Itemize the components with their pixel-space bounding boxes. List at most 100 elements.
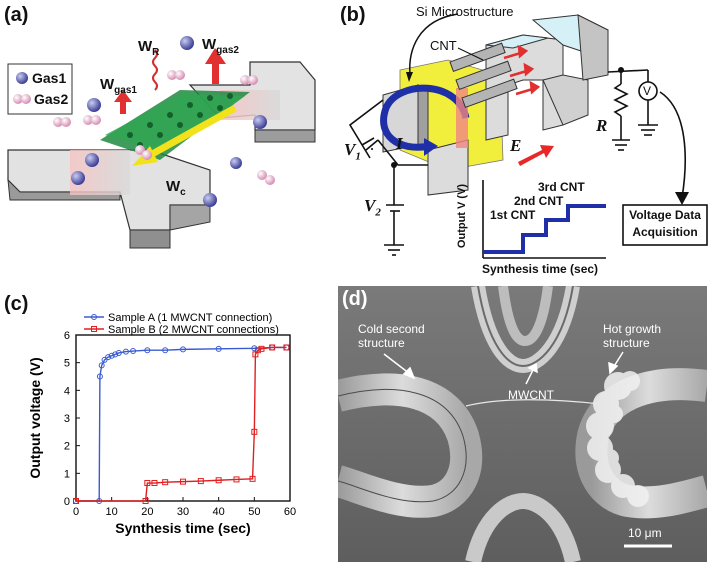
panel-a-illustration: [7, 36, 316, 249]
data-point-sample-a: [162, 347, 169, 354]
step-label-3rd: 3rd CNT: [538, 180, 585, 194]
step-label-1st: 1st CNT: [490, 208, 536, 222]
cnt-arrows: [503, 44, 541, 96]
si-microstructure-right: [485, 14, 609, 141]
v2-label: V2: [364, 196, 381, 218]
heat-arrows: [114, 48, 226, 114]
v2-subscript: 2: [375, 206, 381, 219]
efield-arrow: [518, 145, 554, 166]
panel-c-label: (c): [4, 293, 29, 315]
hot-structure-label-1: Hot growth: [603, 322, 662, 336]
x-tick-label: 60: [284, 506, 296, 518]
voltmeter-icon: [638, 81, 658, 101]
daq-label-line2: Acquisition: [632, 225, 698, 239]
data-point-sample-a: [122, 348, 129, 355]
data-point-sample-a: [105, 354, 112, 361]
daq-arrow: [675, 192, 689, 205]
data-point-sample-b: [254, 347, 261, 354]
step-plot-inset: [482, 180, 606, 259]
gas1-molecules: [71, 36, 267, 207]
v1-label: V1: [344, 140, 361, 162]
data-point-sample-a: [215, 345, 222, 352]
data-point-sample-b: [144, 480, 151, 487]
efield-label: E: [510, 136, 522, 155]
cold-structure-label-1: Cold second: [358, 322, 425, 336]
data-point-sample-b: [215, 477, 222, 484]
si-microstructure-label: Si Microstructure: [416, 4, 514, 19]
radiation-wave-icon: [152, 49, 158, 91]
y-tick-label: 6: [64, 330, 70, 342]
data-point-sample-b: [258, 345, 265, 352]
current-arc: [380, 84, 470, 151]
wgas1-symbol: W: [100, 76, 115, 93]
data-point-sample-a: [112, 351, 119, 358]
wr-symbol: W: [138, 38, 153, 55]
daq-box: [622, 204, 708, 246]
panel-b: (b): [338, 0, 709, 285]
wgas1-subscript: gas1: [114, 85, 137, 96]
microstructure-left: [7, 149, 211, 249]
current-label: I: [396, 134, 403, 153]
y-tick-label: 5: [64, 358, 70, 370]
x-tick-label: 40: [213, 506, 225, 518]
y-tick-label: 1: [64, 468, 70, 480]
y-axis-label: Output voltage (V): [27, 357, 43, 478]
panel-b-schematic: [348, 13, 708, 259]
sem-micrograph: [338, 286, 707, 562]
data-point-sample-a: [130, 348, 137, 355]
x-tick-label: 0: [73, 506, 79, 518]
v1-subscript: 1: [355, 150, 361, 163]
legend-marker: [91, 314, 97, 320]
x-axis-label: Synthesis time (sec): [115, 520, 250, 536]
resistor-label: R: [596, 116, 608, 135]
legend-label: Sample A (1 MWCNT connection): [108, 312, 272, 324]
data-point-sample-a: [98, 362, 105, 369]
step-label-2nd: 2nd CNT: [514, 194, 564, 208]
wc-subscript: c: [180, 187, 186, 198]
y-tick-label: 0: [64, 496, 70, 508]
mwcnt-label: MWCNT: [508, 388, 554, 402]
hot-structure-label-2: structure: [603, 336, 650, 350]
y-tick-label: 4: [64, 385, 70, 397]
panel-a: (a): [0, 0, 330, 280]
mwcnt-strand: [465, 399, 601, 407]
wgas2-subscript: gas2: [216, 45, 239, 56]
wc-label: Wc: [166, 178, 186, 198]
wgas2-symbol: W: [202, 36, 217, 53]
data-point-sample-b: [283, 344, 290, 351]
data-point-sample-a: [251, 345, 258, 352]
si-pointer-line: [409, 13, 459, 76]
data-point-sample-a: [115, 349, 122, 356]
cnt-label: CNT: [430, 38, 457, 53]
data-point-sample-b: [269, 344, 276, 351]
panel-d-sem-image: (d) Cold second structure Hot growth str…: [338, 286, 707, 562]
panel-b-label: (b): [340, 4, 366, 26]
panel-d-label: (d): [342, 288, 368, 310]
series-line-sample-b: [76, 346, 287, 502]
x-tick-label: 50: [248, 506, 260, 518]
x-tick-label: 10: [106, 506, 118, 518]
gas-legend-box: [7, 63, 73, 115]
data-point-sample-b: [180, 478, 186, 485]
series-line-sample-a: [76, 346, 287, 502]
legend-marker: [91, 326, 97, 332]
data-point-sample-b: [162, 479, 169, 486]
x-tick-label: 30: [177, 506, 189, 518]
wr-subscript: R: [152, 47, 160, 58]
data-point-sample-b: [151, 480, 158, 487]
data-point-sample-b: [249, 475, 256, 482]
inset-xlabel: Synthesis time (sec): [482, 262, 599, 276]
data-point-sample-a: [108, 352, 115, 359]
legend-label: Sample B (2 MWCNT connections): [108, 324, 279, 336]
wgas1-label: Wgas1: [100, 76, 137, 96]
scale-bar-label: 10 μm: [628, 526, 662, 540]
gas2-molecules: [53, 70, 275, 185]
y-tick-label: 2: [64, 441, 70, 453]
data-point-sample-a: [96, 373, 103, 380]
daq-label-line1: Voltage Data: [629, 208, 701, 222]
data-point-sample-b: [142, 498, 149, 504]
v2-symbol: V: [364, 196, 376, 215]
circuit-left: [348, 99, 428, 256]
